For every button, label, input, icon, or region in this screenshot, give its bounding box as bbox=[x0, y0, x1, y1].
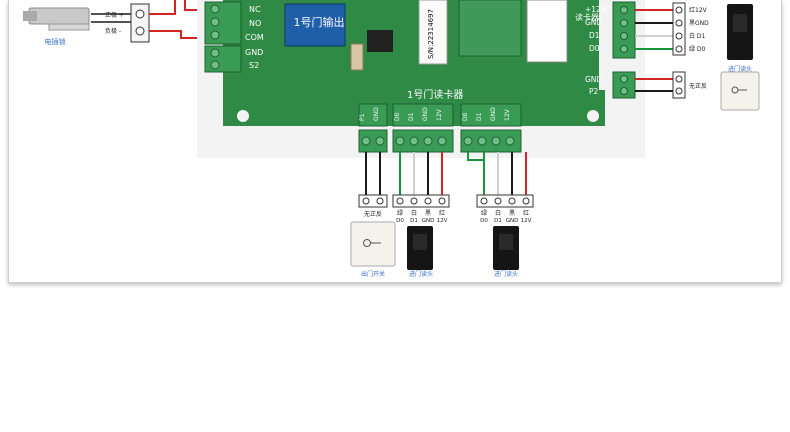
wire-label-d0: 绿 D0 bbox=[689, 45, 706, 53]
reader2-connector bbox=[672, 2, 686, 56]
r1-signal-12v: 12V bbox=[437, 218, 448, 224]
lock-pos-label: 正极 + bbox=[105, 11, 124, 19]
p1-gnd-label: GND bbox=[373, 107, 380, 121]
exit-switch-caption: 出门开关 bbox=[361, 270, 385, 278]
r1-signal-d0: D0 bbox=[396, 218, 404, 224]
lock-label: 电插锁 bbox=[45, 37, 66, 46]
board-title: 1号门输出 bbox=[294, 15, 345, 29]
reader2-caption: 进门读头 bbox=[728, 65, 752, 73]
electric-lock-icon bbox=[23, 7, 90, 31]
button2-terminal-gnd: GND bbox=[585, 75, 602, 84]
r1b-signal-12v: 12V bbox=[521, 218, 532, 224]
button1-connector bbox=[358, 194, 388, 208]
reader2-terminal-d0: D0 bbox=[589, 44, 600, 53]
card-reader-1-icon bbox=[407, 226, 433, 270]
reader1-d0-label: D0 bbox=[394, 112, 401, 121]
reader2-terminal-block bbox=[612, 1, 636, 99]
reader1-gnd-label: GND bbox=[422, 107, 429, 121]
r1-color-red: 红 bbox=[439, 209, 445, 217]
r1-signal-d1: D1 bbox=[410, 218, 418, 224]
r1b-color-white: 白 bbox=[495, 209, 501, 217]
reader1-connector bbox=[392, 194, 450, 208]
lock-connector bbox=[130, 3, 150, 43]
r1-color-black: 黑 bbox=[425, 210, 431, 217]
r1b-signal-d1: D1 bbox=[494, 218, 502, 224]
r1b-signal-gnd: GND bbox=[506, 218, 519, 224]
reader1b-12v-label: 12V bbox=[504, 108, 511, 121]
reader1b-connector bbox=[476, 194, 534, 208]
reader-title: 1号门读卡器 bbox=[407, 88, 463, 101]
reader1-12v-label: 12V bbox=[436, 108, 443, 121]
card-reader-1b-icon bbox=[493, 226, 519, 270]
button2-connector bbox=[672, 71, 686, 99]
exit-switch-2-icon bbox=[720, 71, 760, 111]
relay-terminal-block bbox=[204, 1, 242, 73]
wire-label-12v: 红12V bbox=[689, 6, 708, 14]
p1-terminal-label: P1 bbox=[359, 113, 366, 121]
reader2-terminal-d1: D1 bbox=[589, 31, 600, 40]
reader1-caption: 进门读头 bbox=[409, 270, 433, 278]
reader1b-caption: 进门读头 bbox=[494, 270, 518, 278]
card-reader-2-icon bbox=[727, 4, 753, 60]
r1b-color-green: 绿 bbox=[481, 209, 487, 217]
reader2-side-label: 读卡器 bbox=[575, 12, 599, 22]
reader1b-gnd-label: GND bbox=[490, 107, 497, 121]
r1b-signal-d0: D0 bbox=[480, 218, 488, 224]
r1-signal-gnd: GND bbox=[422, 218, 435, 224]
terminal-com: COM bbox=[245, 33, 264, 42]
lock-neg-label: 负极 - bbox=[105, 27, 121, 35]
r1b-color-black: 黑 bbox=[509, 210, 515, 217]
button2-terminal-p2: P2 bbox=[589, 87, 599, 96]
terminal-no: NO bbox=[249, 19, 261, 28]
reader2-terminal-gnd: GND bbox=[585, 18, 602, 27]
terminal-s2: S2 bbox=[249, 61, 259, 70]
wiring-diagram: 电插锁 正极 + 负极 - NC NO COM GND S2 1号门输出 S/N… bbox=[23, 0, 760, 278]
button1-caption: 无正反 bbox=[364, 210, 382, 218]
serial-number: S/N:22314697 bbox=[427, 9, 435, 59]
diagram-frame: 电插锁 正极 + 负极 - NC NO COM GND S2 1号门输出 S/N… bbox=[8, 0, 782, 283]
terminal-nc: NC bbox=[249, 5, 261, 14]
exit-switch-1-icon bbox=[350, 221, 396, 267]
reader1b-d1-label: D1 bbox=[476, 112, 483, 121]
reader2-terminal-12v: +12V bbox=[585, 5, 607, 14]
reader1b-d0-label: D0 bbox=[462, 112, 469, 121]
wire-label-gnd: 黑GND bbox=[689, 20, 709, 27]
reader1-d1-label: D1 bbox=[408, 112, 415, 121]
r1-color-green: 绿 bbox=[397, 209, 403, 217]
wire-label-d1: 白 D1 bbox=[689, 32, 706, 40]
button2-caption: 无正反 bbox=[689, 82, 707, 90]
terminal-gnd: GND bbox=[245, 48, 263, 57]
r1-color-white: 白 bbox=[411, 209, 417, 217]
r1b-color-red: 红 bbox=[523, 209, 529, 217]
